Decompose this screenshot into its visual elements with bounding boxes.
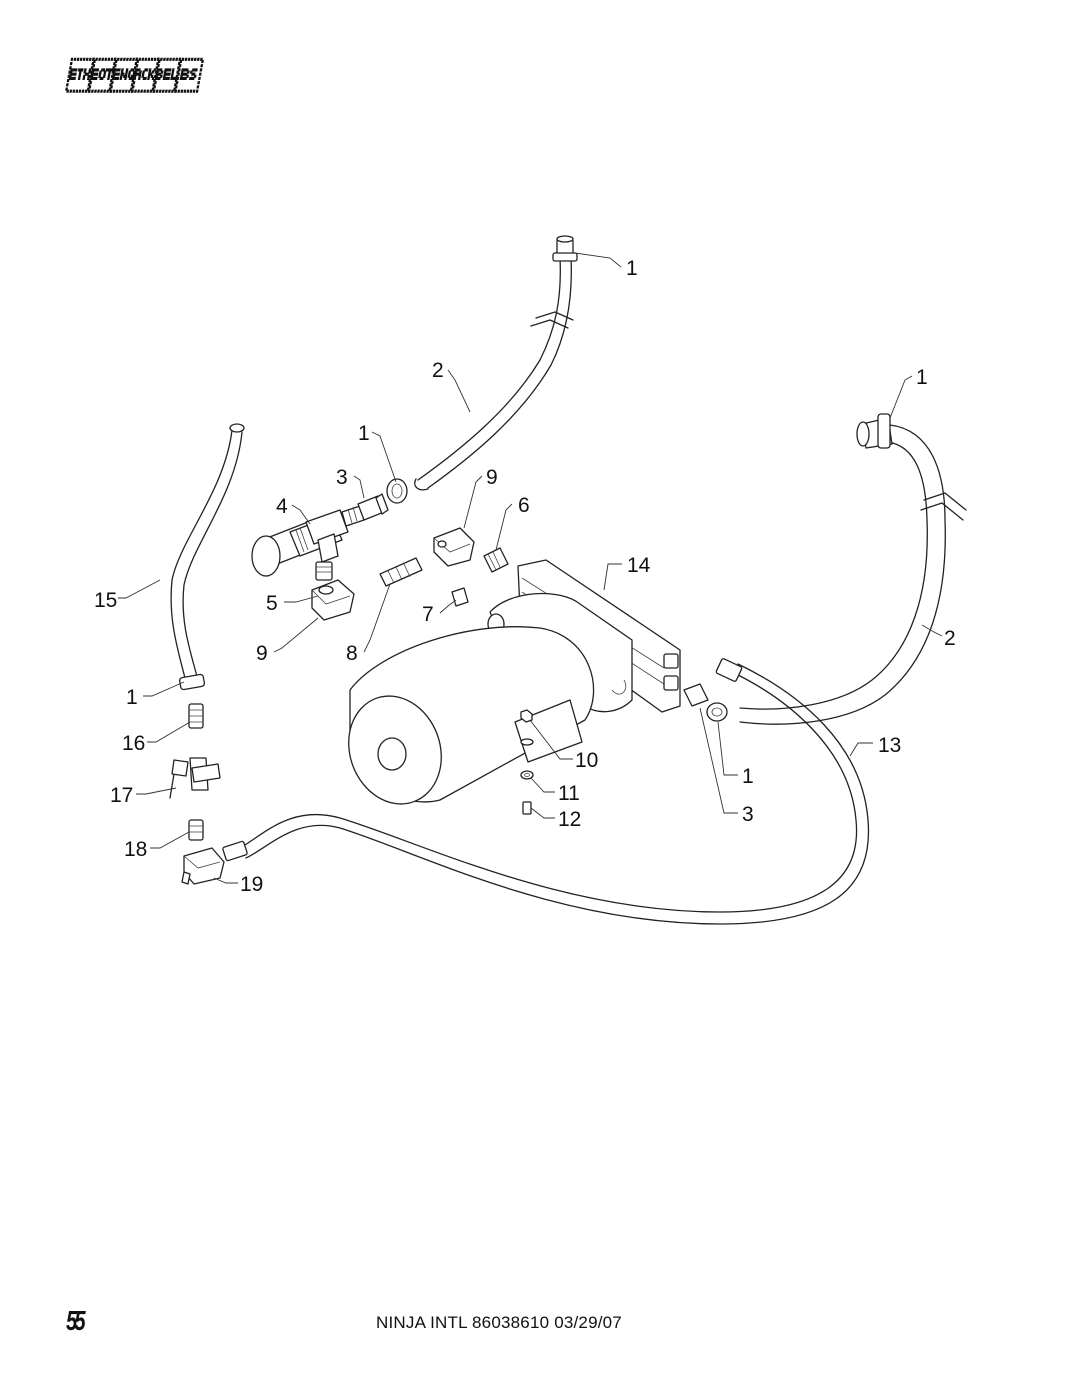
callout-6-nipple: 6 [518,494,530,517]
callout-labels: 1 2 1 1 3 9 4 6 14 15 5 7 2 9 8 1 16 13 … [94,257,956,896]
callout-2-right-hose: 2 [944,627,956,650]
valve-tee-fitting [251,505,365,577]
leader-lines [118,252,943,884]
callout-1-left-clamp: 1 [126,686,138,709]
elbow-fitting-9-upper [433,527,475,567]
callout-16-nipple: 16 [122,732,145,755]
callout-3-right-barb: 3 [742,803,754,826]
callout-1-upper-hose: 1 [626,257,638,280]
footer-doc-id: NINJA INTL 86038610 03/29/07 [376,1313,622,1332]
callout-2-upper-hose: 2 [432,359,444,382]
hardware-stack [520,709,534,815]
barb-fitting-top [357,493,389,521]
hose-clamp-top [386,478,408,504]
callout-3-top-barb: 3 [336,466,348,489]
elbow-fitting-9-lower [311,579,355,621]
pump-motor [348,559,681,805]
page-number: 55 [66,1305,86,1336]
callout-5-nipple: 5 [266,592,278,615]
upper-hose [414,235,578,491]
callout-13-long-hose: 13 [878,734,901,757]
callout-14-pump-motor: 14 [627,554,651,577]
left-hose [170,423,245,691]
callout-1-right-clamp: 1 [742,765,754,788]
callout-7-fitting: 7 [422,603,434,626]
callout-1-top-clamp: 1 [358,422,370,445]
callout-12-screw: 12 [558,808,581,831]
nipple-6 [483,547,509,573]
callout-19-tee: 19 [240,873,263,896]
fitting-7 [451,587,469,607]
barb-fitting-right [683,683,728,722]
page-header-title:  [66,58,198,96]
callout-10-nut: 10 [575,749,598,772]
callout-9-upper-elbow: 9 [486,466,498,489]
callout-1-right-hose: 1 [916,366,928,389]
callout-15-left-hose: 15 [94,589,117,612]
long-hose [222,658,870,925]
callout-17-valve: 17 [110,784,133,807]
right-hose [739,413,967,725]
long-nipple-8 [379,557,423,587]
callout-9-lower-elbow: 9 [256,642,268,665]
callout-4-valve-tee: 4 [276,495,288,518]
valve-assembly [169,703,225,885]
callout-8-long-nipple: 8 [346,642,358,665]
callout-11-washer: 11 [558,782,580,805]
callout-18-nipple: 18 [124,838,147,861]
